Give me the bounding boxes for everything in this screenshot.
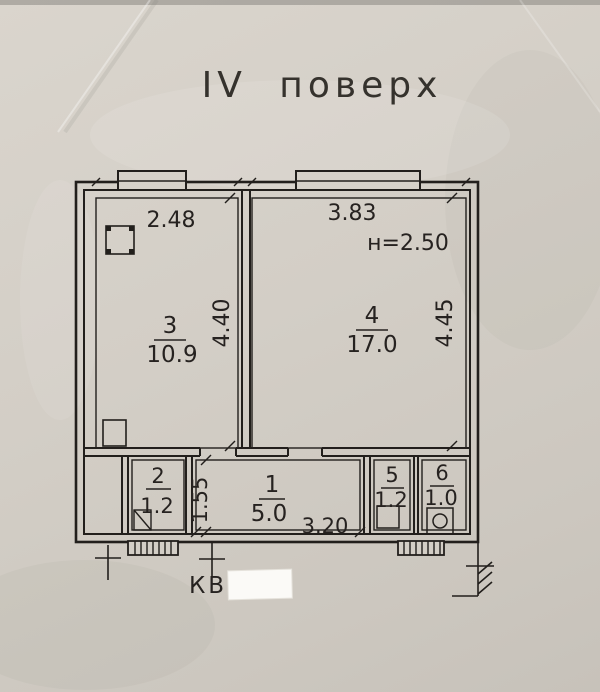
toilet-icon	[376, 505, 400, 529]
dim-room1-depth: 1.55	[188, 477, 212, 524]
room3-area: 10.9	[146, 342, 197, 368]
window-top-left-icon	[117, 170, 187, 191]
water-heater-icon	[426, 507, 454, 535]
apartment-label: КВ	[189, 573, 227, 599]
dim-room3-width: 2.48	[147, 208, 196, 233]
partition-walls	[121, 456, 419, 534]
datum-cross-middle	[199, 541, 225, 577]
room-outlines	[95, 197, 467, 531]
sink-icon	[133, 509, 152, 531]
room2-outline	[131, 459, 185, 531]
dim-room4-width: 3.83	[328, 201, 377, 226]
dim-room4-depth: 4.45	[433, 299, 458, 348]
entrance-hatch	[452, 542, 494, 597]
room3-number: 3	[163, 313, 178, 339]
room4-area: 17.0	[346, 332, 397, 358]
scan-edge	[0, 0, 600, 5]
closet-icon	[102, 419, 127, 447]
room1-outline	[195, 459, 361, 531]
room1-area: 5.0	[251, 501, 288, 527]
room5-area: 1.2	[374, 488, 407, 512]
outer-walls	[74, 180, 480, 544]
wall-upper-lower	[84, 447, 470, 457]
floor-title: IV поверх	[202, 65, 443, 106]
room2-number: 2	[151, 464, 164, 488]
vent-column-icon	[105, 225, 135, 255]
radiator-left-icon	[127, 540, 179, 556]
window-top-right-icon	[295, 170, 421, 191]
datum-cross-left	[95, 545, 121, 580]
dim-room1-width: 3.20	[302, 514, 349, 538]
room4-number: 4	[365, 303, 380, 329]
room6-number: 6	[435, 461, 448, 485]
room6-outline	[421, 459, 467, 531]
dim-room3-depth: 4.40	[210, 299, 235, 348]
room-number-underlines	[146, 329, 454, 500]
room6-area: 1.0	[424, 486, 457, 510]
wall-room3-room4	[241, 190, 251, 448]
room1-number: 1	[265, 472, 280, 498]
room5-outline	[373, 459, 411, 531]
room2-area: 1.2	[140, 494, 173, 518]
room5-number: 5	[385, 463, 398, 487]
dimension-ticks	[91, 177, 471, 538]
radiator-right-icon	[397, 540, 445, 556]
room4-outline	[251, 197, 467, 449]
room3-outline	[95, 197, 239, 449]
ceiling-height-label: н=2.50	[367, 231, 449, 256]
redaction-box	[227, 568, 293, 601]
